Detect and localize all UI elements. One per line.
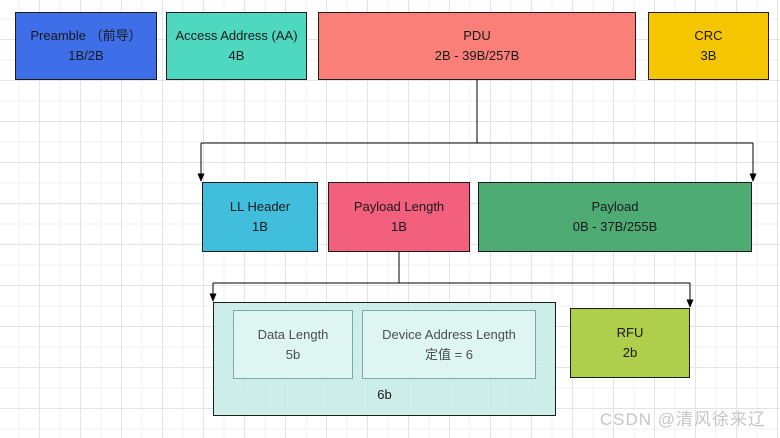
node-preamble[interactable]: Preamble （前导） 1B/2B: [15, 12, 157, 80]
node-data-length[interactable]: Data Length 5b: [233, 310, 353, 379]
node-access-address-label: Access Address (AA): [175, 28, 298, 43]
node-preamble-label: Preamble （前导）: [30, 28, 142, 43]
node-data-length-label: Data Length: [257, 326, 329, 342]
watermark: CSDN @清风徐来辽: [599, 410, 766, 429]
node-rfu-size: 2b: [622, 345, 638, 360]
node-pdu-label: PDU: [463, 28, 491, 43]
node-rfu[interactable]: RFU 2b: [570, 308, 690, 378]
node-ll-header-label: LL Header: [229, 199, 291, 214]
node-payload-label: Payload: [591, 199, 639, 214]
node-crc-label: CRC: [694, 28, 723, 43]
node-crc-size: 3B: [700, 48, 717, 63]
node-pdu-size: 2B - 39B/257B: [434, 48, 520, 63]
node-ll-header-detail-group[interactable]: Data Length 5b Device Address Length 定值 …: [213, 302, 556, 416]
node-ll-header[interactable]: LL Header 1B: [202, 182, 318, 252]
node-pdu[interactable]: PDU 2B - 39B/257B: [318, 12, 636, 80]
node-device-address-length-size: 定值 = 6: [424, 346, 474, 362]
node-data-length-size: 5b: [285, 346, 301, 362]
node-payload-length-size: 1B: [391, 219, 407, 234]
node-ll-header-detail-total: 6b: [377, 387, 392, 402]
node-ll-header-size: 1B: [252, 219, 268, 234]
node-access-address-size: 4B: [228, 48, 245, 63]
node-preamble-size: 1B/2B: [68, 48, 104, 63]
node-payload-length[interactable]: Payload Length 1B: [328, 182, 470, 252]
node-access-address[interactable]: Access Address (AA) 4B: [166, 12, 307, 80]
node-payload[interactable]: Payload 0B - 37B/255B: [478, 182, 752, 252]
node-crc[interactable]: CRC 3B: [648, 12, 769, 80]
node-rfu-label: RFU: [616, 325, 644, 340]
node-payload-size: 0B - 37B/255B: [572, 219, 658, 234]
node-device-address-length[interactable]: Device Address Length 定值 = 6: [362, 310, 536, 379]
node-payload-length-label: Payload Length: [353, 199, 445, 214]
node-device-address-length-label: Device Address Length: [382, 326, 516, 342]
